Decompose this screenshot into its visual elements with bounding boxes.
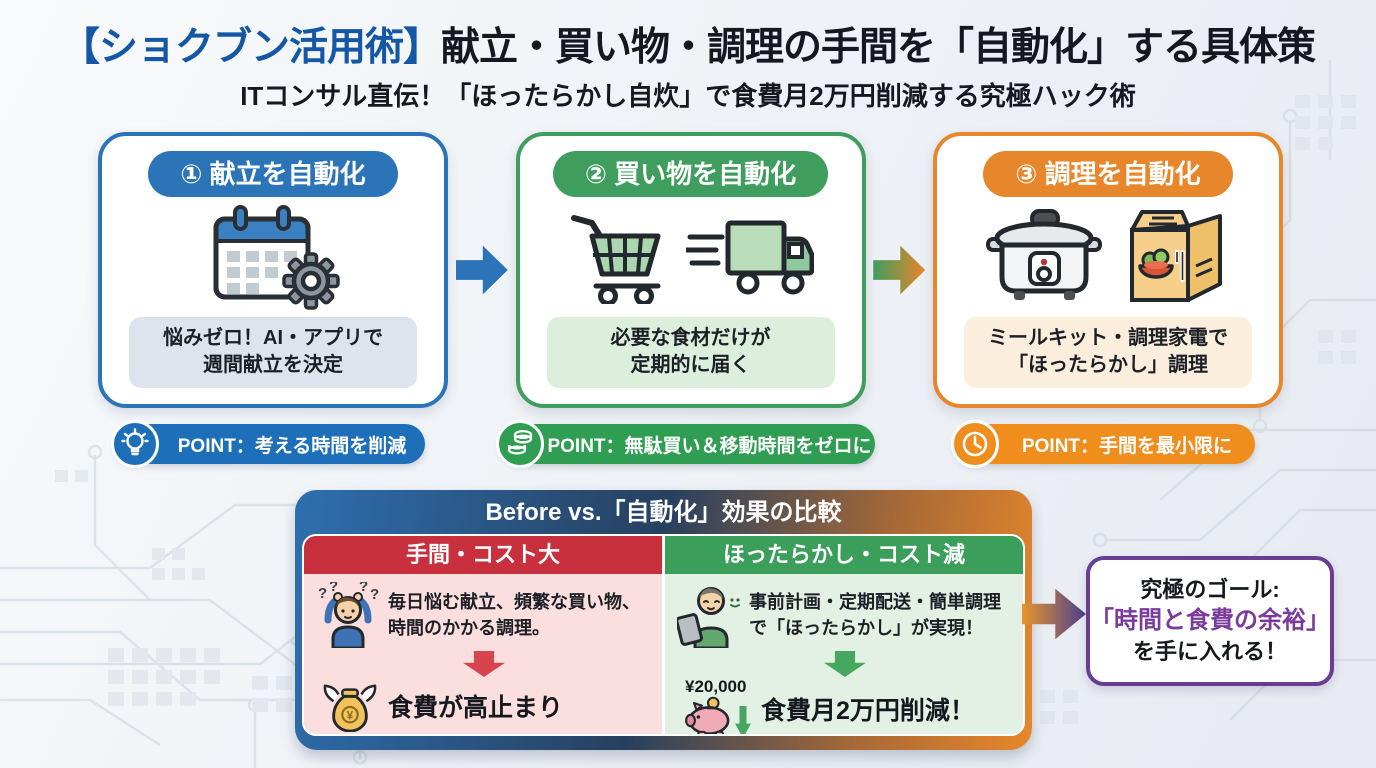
steps-row: ① 献立を自動化 — [98, 132, 1283, 408]
savings-graphic: ¥20,000 — [683, 677, 751, 734]
after-column: 事前計画・定期配送・簡単調理で「ほったらかし」が実現！ ¥20,000 — [665, 574, 1023, 734]
money-bag-icon: ¥ — [323, 684, 377, 732]
worried-person-icon: ? ? ? ? — [318, 582, 379, 648]
svg-text:?: ? — [318, 585, 327, 602]
point-badge-shopping: POINT：無駄買い＆移動時間をゼロに — [496, 420, 875, 468]
svg-text:¥: ¥ — [347, 710, 354, 722]
goal-line1: 究極のゴール: — [1140, 576, 1280, 602]
point-badge-cooking: POINT：手間を最小限に — [951, 420, 1255, 468]
arrow-right-icon — [873, 245, 926, 295]
point-badge-menu: POINT：考える時間を削減 — [111, 420, 425, 468]
arrow-down-icon — [824, 651, 866, 677]
step2-description: 必要な食材だけが定期的に届く — [546, 316, 835, 388]
before-column: ? ? ? ? — [304, 574, 665, 734]
flow-arrow-slot — [448, 241, 516, 299]
rice-cooker-icon — [986, 208, 1102, 300]
step-card-cooking: ③ 調理を自動化 — [933, 132, 1283, 408]
goal-line3: を手に入れる！ — [1132, 638, 1287, 664]
meal-kit-icon — [1130, 209, 1222, 302]
step1-icons — [198, 197, 348, 317]
svg-text:?: ? — [370, 586, 379, 603]
clock-icon — [951, 420, 999, 468]
step3-icons — [986, 197, 1230, 317]
flow-arrow-slot — [866, 241, 934, 299]
point-badge-label: POINT：考える時間を削減 — [177, 435, 407, 457]
step-card-menu: ① 献立を自動化 — [98, 132, 448, 408]
after-column-header: ほったらかし・コスト減 — [665, 536, 1023, 574]
shopping-cart-icon — [570, 214, 660, 304]
after-body-text: 事前計画・定期配送・簡単調理で「ほったらかし」が実現！ — [749, 591, 1001, 638]
page-title: 【ショクブン活用術】献立・買い物・調理の手間を「自動化」する具体策 — [0, 16, 1376, 72]
svg-text:?: ? — [329, 582, 338, 595]
page-title-highlight: 【ショクブン活用術】 — [60, 26, 442, 69]
before-result-text: 食費が高止まり — [388, 694, 564, 722]
comparison-section: Before vs.「自動化」効果の比較 手間・コスト大 ほったらかし・コスト減… — [295, 490, 1032, 750]
savings-amount-label: ¥20,000 — [685, 677, 747, 696]
arrow-down-icon — [463, 651, 505, 677]
step3-header: ③ 調理を自動化 — [983, 151, 1233, 197]
after-result-text: 食費月2万円削減！ — [761, 697, 975, 725]
step2-header: ② 買い物を自動化 — [552, 151, 829, 197]
calendar-with-gear-icon — [213, 204, 340, 310]
arrow-right-icon — [455, 245, 508, 295]
step3-description: ミールキット・調理家電で「ほったらかし」調理 — [964, 316, 1252, 388]
coins-icon — [496, 420, 544, 468]
step-card-shopping: ② 買い物を自動化 — [515, 132, 866, 408]
delivery-truck-icon — [685, 220, 814, 295]
goal-line2: 「時間と食費の余裕」 — [1090, 607, 1330, 635]
arrow-down-icon — [735, 706, 751, 734]
page-subtitle: ITコンサル直伝！「ほったらかし自炊」で食費月2万円削減する究極ハック術 — [240, 81, 1136, 111]
before-column-header: 手間・コスト大 — [304, 536, 665, 574]
svg-text:?: ? — [359, 582, 368, 595]
before-body-text: 毎日悩む献立、頻繁な買い物、時間のかかる調理。 — [388, 591, 640, 638]
goal-box: 究極のゴール: 「時間と食費の余裕」 を手に入れる！ — [1086, 556, 1334, 686]
step2-icons — [568, 197, 814, 317]
lightbulb-icon — [111, 420, 159, 468]
page-title-rest: 献立・買い物・調理の手間を「自動化」する具体策 — [441, 26, 1316, 69]
point-badge-label: POINT：手間を最小限に — [1021, 435, 1233, 457]
point-badge-label: POINT：無駄買い＆移動時間をゼロに — [547, 435, 872, 457]
step1-header: ① 献立を自動化 — [148, 151, 398, 197]
relaxed-person-with-tablet-icon — [677, 587, 740, 648]
piggy-bank-icon — [685, 696, 730, 734]
comparison-table: 手間・コスト大 ほったらかし・コスト減 ? ? ? ? — [302, 534, 1025, 736]
comparison-title: Before vs.「自動化」効果の比較 — [485, 499, 842, 526]
step1-description: 悩みゼロ！AI・アプリで週間献立を決定 — [129, 316, 417, 388]
